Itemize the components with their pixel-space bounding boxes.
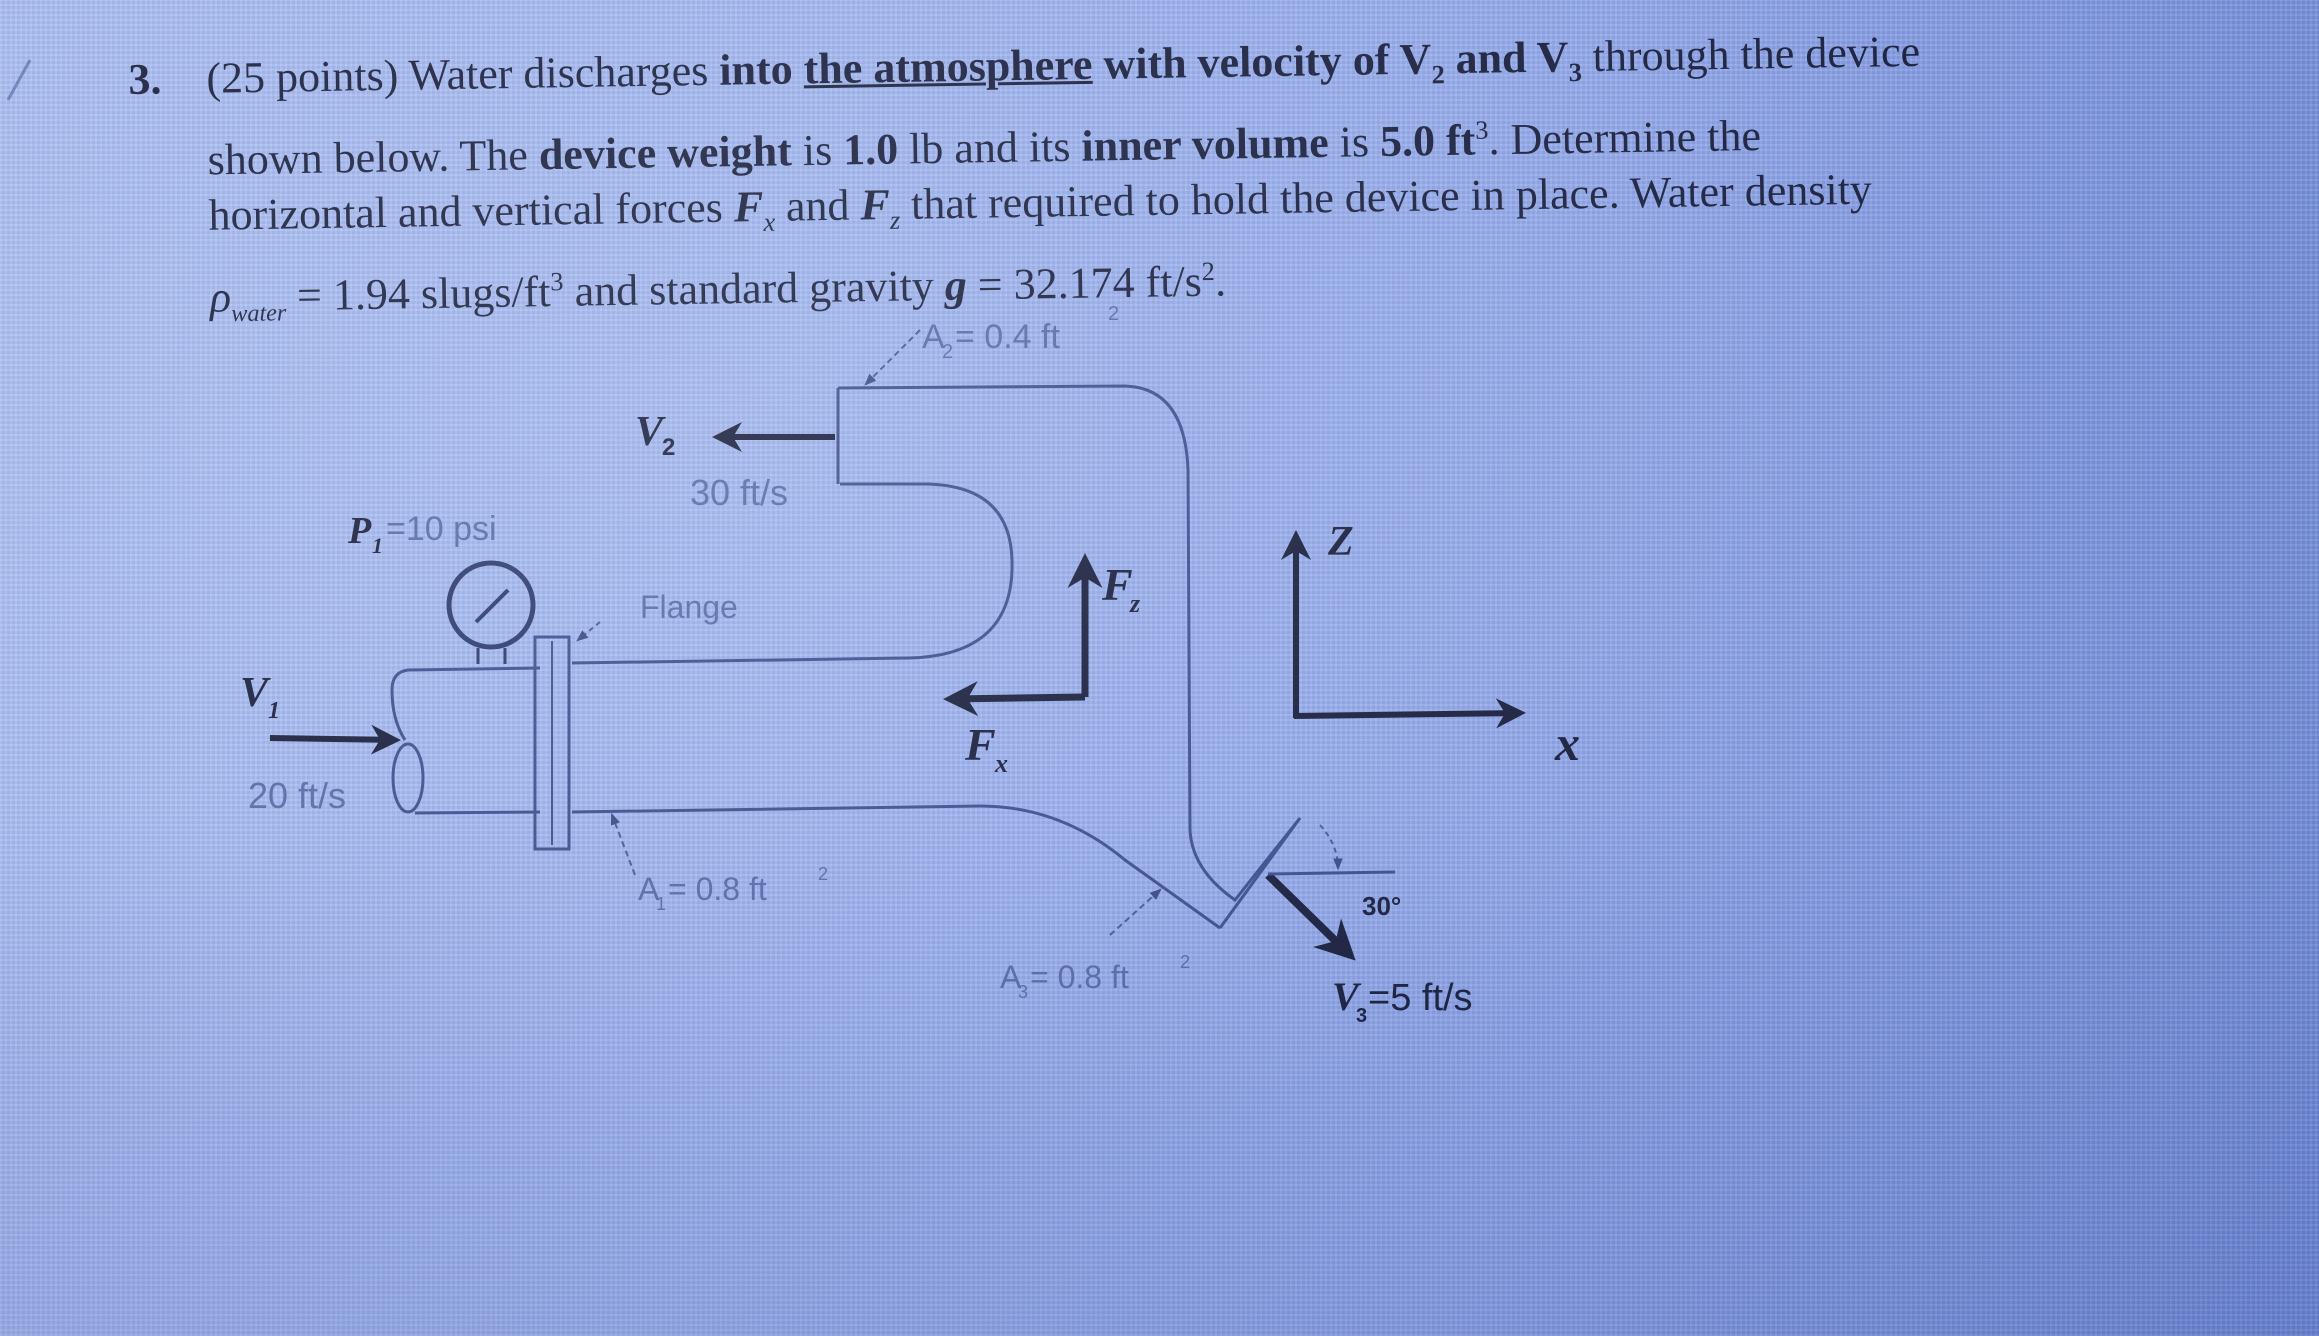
inlet-pipe-top — [390, 666, 541, 741]
a1-superscript: 2 — [818, 864, 828, 884]
angle-label: 30° — [1362, 891, 1401, 921]
device-outline — [390, 384, 1302, 930]
v3-arrow-icon — [1265, 872, 1356, 961]
fz-subscript: z — [1129, 589, 1141, 618]
pen-mark — [6, 59, 32, 101]
a2-leader-icon — [864, 329, 921, 386]
flange-label: Flange — [640, 589, 738, 625]
a1-symbol: A — [638, 871, 660, 907]
p1-subscript: 1 — [372, 533, 383, 558]
label-fz: F z — [1101, 559, 1141, 618]
fx-subscript: x — [994, 749, 1008, 778]
p1-symbol: P — [347, 510, 372, 552]
angle-reference-line — [1267, 870, 1396, 876]
a1-value: = 0.8 ft — [668, 871, 767, 907]
a3-subscript: 3 — [1018, 982, 1028, 1002]
v3-symbol: V — [1332, 974, 1362, 1019]
flange — [533, 635, 571, 851]
inlet-pipe-bottom — [414, 810, 541, 815]
body-right-edge — [837, 384, 1302, 903]
a1-leader-icon — [610, 812, 636, 876]
v3-value: =5 ft/s — [1368, 977, 1473, 1019]
a3-superscript: 2 — [1180, 952, 1190, 972]
fz-symbol: F — [1101, 559, 1133, 610]
label-p1: P 1 =10 psi — [347, 510, 497, 558]
a2-superscript: 2 — [1108, 303, 1119, 325]
v2-subscript: 2 — [662, 434, 675, 461]
a1-subscript: 1 — [656, 894, 666, 914]
label-v1: V 1 — [240, 670, 280, 724]
inlet-opening — [391, 742, 425, 814]
label-fx: F x — [964, 719, 1008, 778]
v1-symbol: V — [240, 670, 271, 716]
z-axis-label: Z — [1327, 519, 1354, 565]
v1-subscript: 1 — [268, 698, 280, 724]
fx-arrow-icon — [943, 681, 1086, 717]
v1-arrow-icon — [269, 724, 401, 755]
a2-symbol: A — [922, 318, 945, 356]
label-v3: V 3 =5 ft/s — [1332, 974, 1473, 1027]
a3-leader-icon — [1109, 888, 1162, 936]
pressure-gauge-icon — [446, 560, 536, 664]
body-lower-edge — [571, 804, 1221, 930]
label-a2: A 2 = 0.4 ft 2 — [922, 303, 1119, 363]
p1-value: =10 psi — [386, 510, 497, 548]
label-a1: A 1 = 0.8 ft 2 — [638, 864, 828, 914]
fx-symbol: F — [964, 719, 996, 770]
a2-value: = 0.4 ft — [955, 318, 1060, 356]
a3-value: = 0.8 ft — [1030, 959, 1129, 995]
flange-leader-icon — [576, 621, 601, 642]
v2-value: 30 ft/s — [690, 472, 788, 513]
v3-subscript: 3 — [1356, 1005, 1367, 1027]
v2-branch-lower-edge — [571, 482, 1014, 665]
label-v2: V 2 — [635, 409, 675, 461]
x-axis-label: x — [1554, 715, 1580, 771]
v3-outlet-face — [1218, 817, 1302, 929]
a3-symbol: A — [1000, 959, 1022, 995]
label-a3: A 3 = 0.8 ft 2 — [1000, 952, 1190, 1002]
v2-symbol: V — [635, 409, 666, 455]
a2-subscript: 2 — [942, 341, 953, 363]
angle-arc-icon — [1319, 824, 1343, 871]
x-axis-arrow-icon — [1293, 698, 1526, 729]
v1-value: 20 ft/s — [248, 775, 346, 816]
